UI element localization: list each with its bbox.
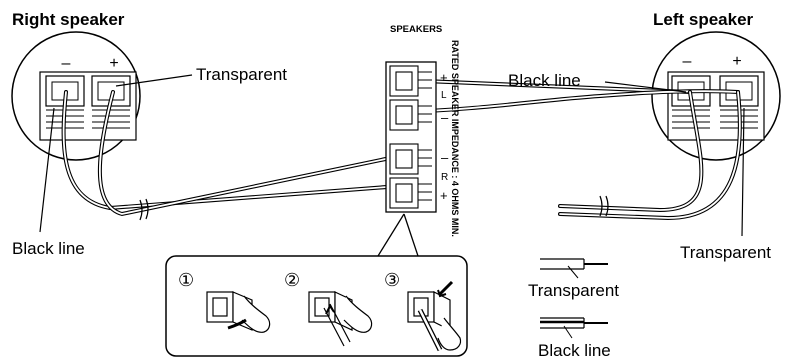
callout-left-transparent: Transparent — [680, 243, 771, 262]
step-1-number: ① — [178, 270, 194, 290]
legend-black-line-label: Black line — [538, 341, 611, 360]
callout-right-transparent: Transparent — [196, 65, 287, 84]
callout-left-black-line: Black line — [508, 71, 581, 90]
left-minus-mark: – — [683, 53, 692, 70]
connection-steps-inset: ① ② ③ — [165, 255, 468, 357]
legend-transparent-wire: Transparent — [528, 258, 619, 300]
left-speaker: Left speaker – + — [651, 10, 781, 161]
right-minus-mark: – — [62, 55, 71, 72]
panel-R-plus: + — [440, 188, 448, 203]
legend-transparent-label: Transparent — [528, 281, 619, 300]
receiver-speaker-panel: SPEAKERS + L – – R + RATED SPEAKER IMPED… — [377, 24, 460, 257]
panel-L-minus: – — [441, 110, 449, 125]
panel-L-label: L — [441, 90, 447, 101]
panel-R-label: R — [441, 172, 448, 183]
step-3-number: ③ — [384, 270, 400, 290]
panel-L-plus: + — [440, 70, 448, 85]
step-3-illustration — [407, 280, 462, 352]
left-speaker-title: Left speaker — [653, 10, 754, 29]
right-speaker-title: Right speaker — [12, 10, 125, 29]
right-plus-mark: + — [109, 55, 118, 72]
panel-R-minus: – — [441, 150, 449, 165]
panel-header: SPEAKERS — [390, 24, 442, 35]
cables — [61, 78, 742, 221]
cable-break-marks — [139, 195, 609, 221]
panel-rating: RATED SPEAKER IMPEDANCE : 4 OHMS MIN. — [450, 40, 460, 237]
callouts: Transparent Black line Black line Transp… — [12, 65, 771, 262]
legend-black-line-wire: Black line — [538, 317, 611, 360]
step-2-number: ② — [284, 270, 300, 290]
left-plus-mark: + — [732, 53, 741, 70]
wire-legend: Transparent Black line — [528, 258, 619, 360]
step-2-illustration — [308, 291, 373, 347]
step-1-illustration — [206, 291, 271, 333]
callout-right-black-line: Black line — [12, 239, 85, 258]
